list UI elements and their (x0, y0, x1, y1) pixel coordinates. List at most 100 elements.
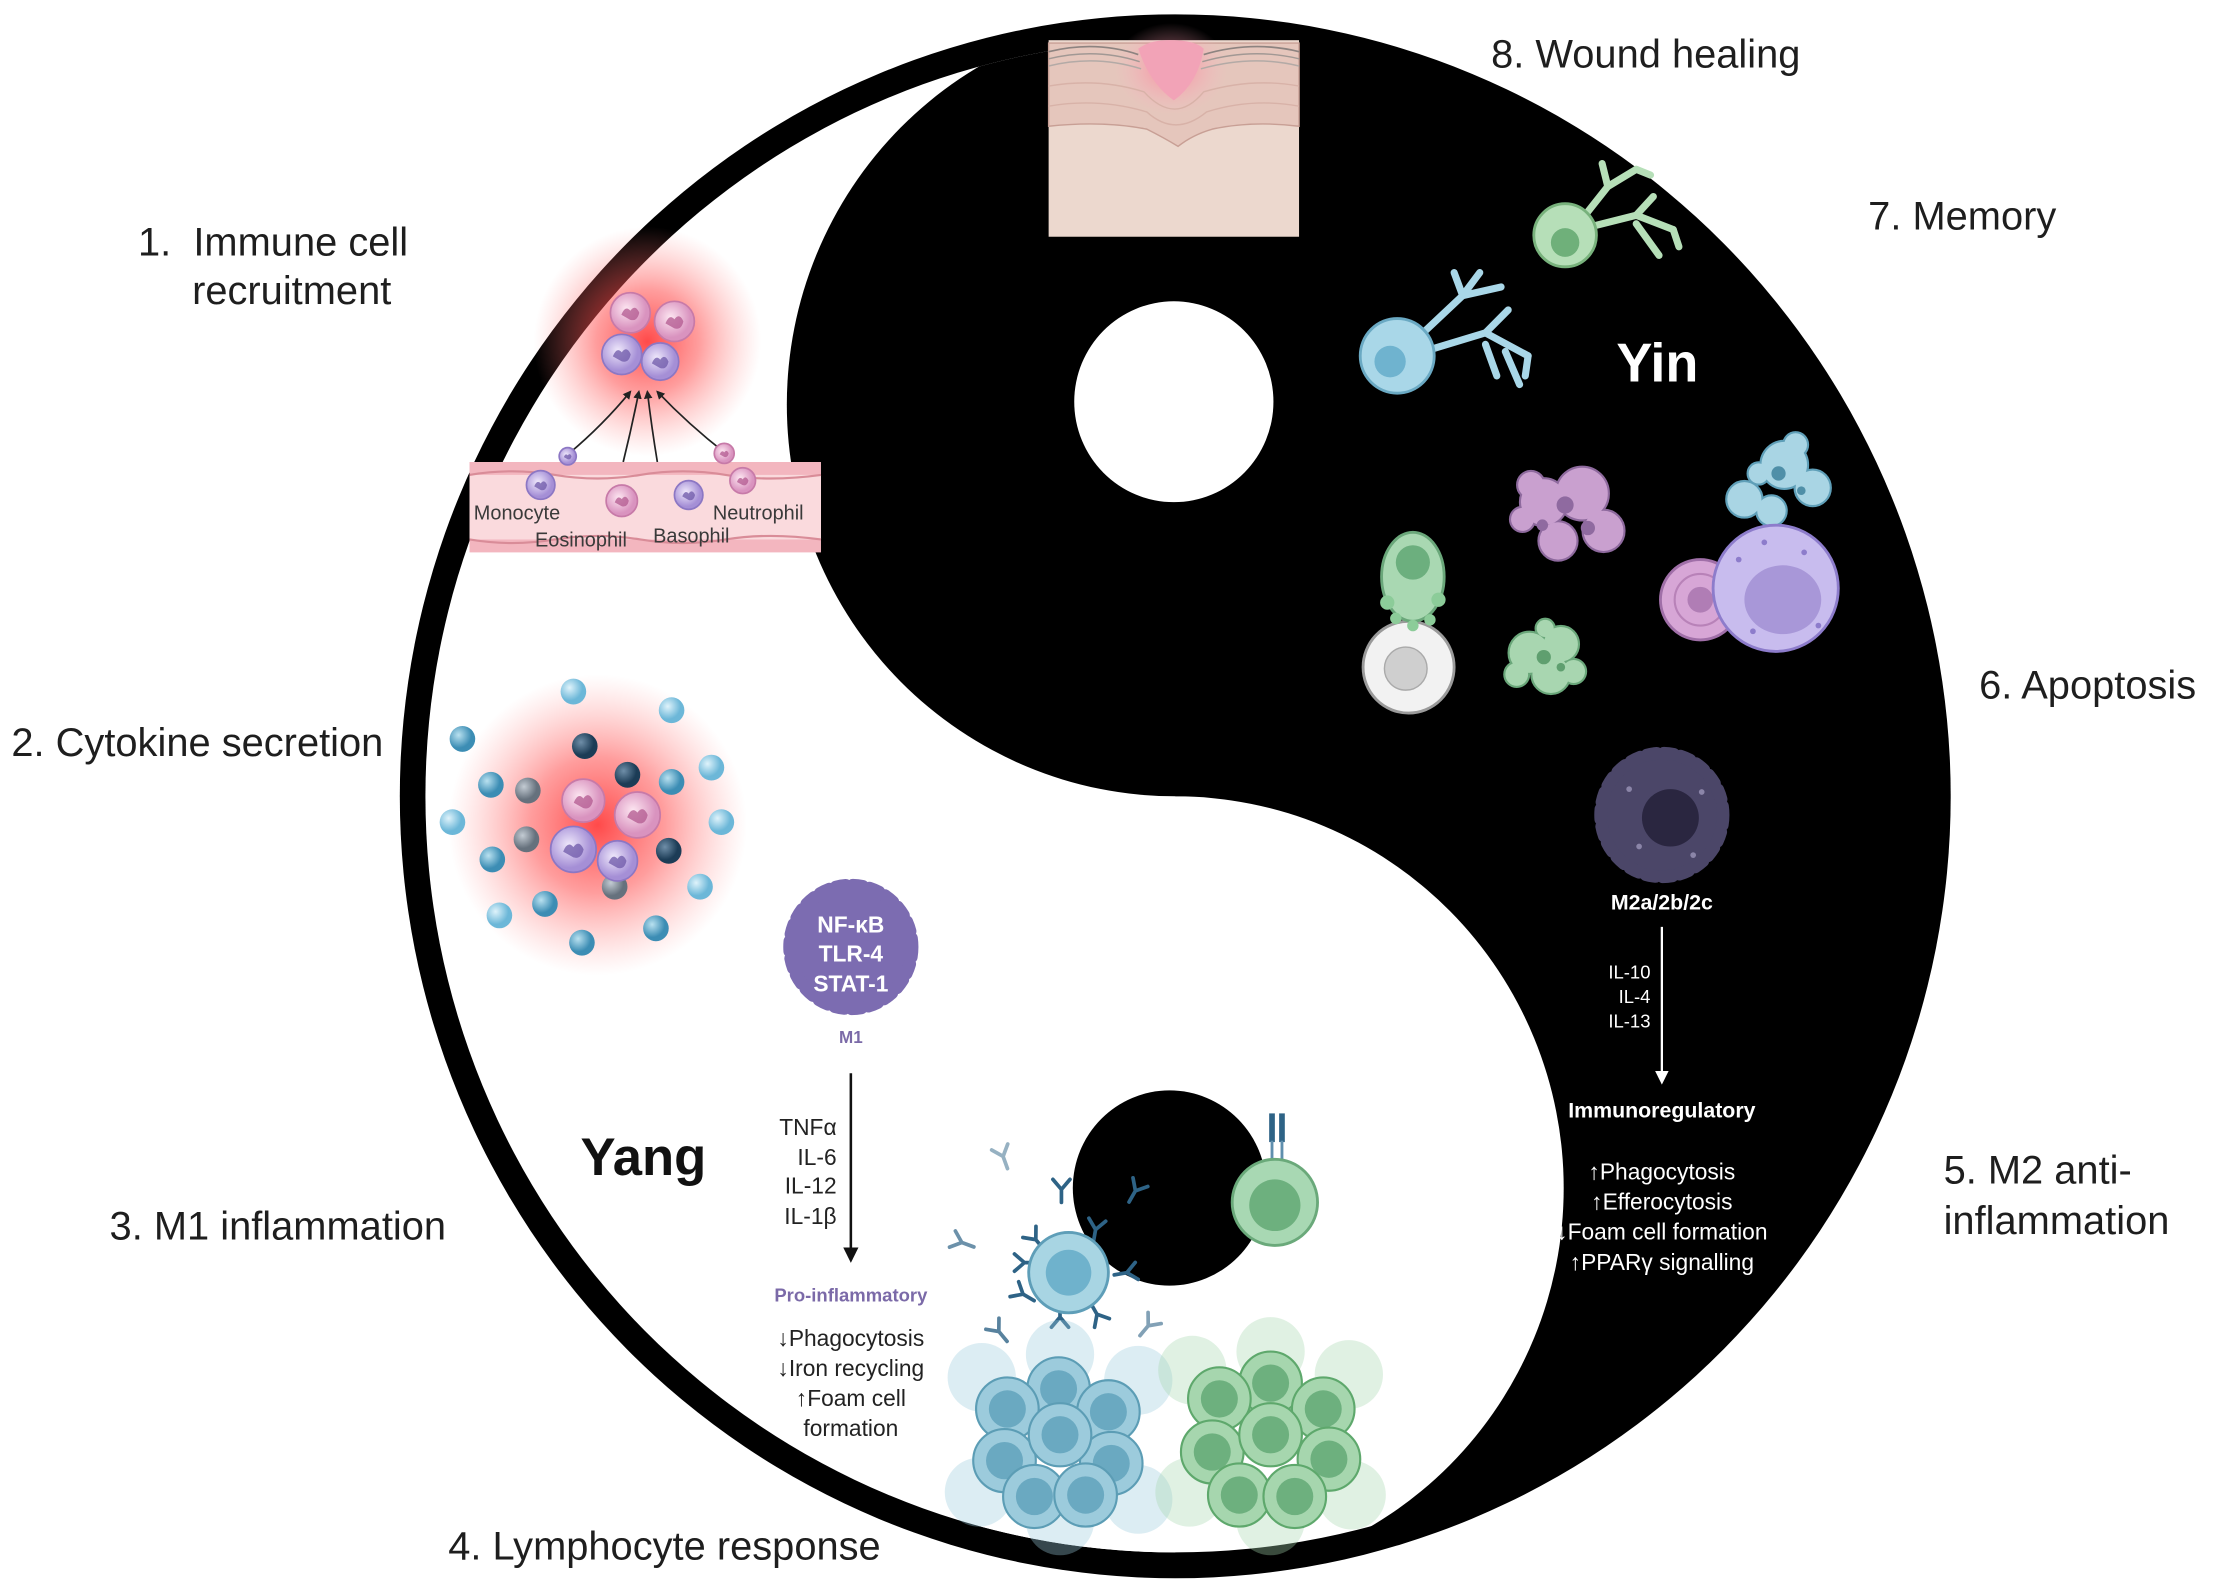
m1-label: M1 (839, 1027, 863, 1047)
nucleus (1383, 646, 1428, 691)
nucleus (1089, 1393, 1127, 1431)
inflammation-glow (533, 226, 762, 457)
dendrite-branches (1581, 159, 1683, 259)
dendrite-branch (1598, 159, 1612, 191)
dendrite-branch (1459, 283, 1505, 300)
stage-6-label: 6. Apoptosis (1979, 664, 2196, 708)
m1-effect: ↓Phagocytosis (777, 1325, 924, 1351)
cell-type-label: Eosinophil (535, 530, 627, 552)
apoptotic-fragment (1727, 482, 1762, 517)
cytokine-dot-icon (571, 733, 598, 759)
m1-cytokine: IL-1β (784, 1203, 836, 1229)
nucleus (1045, 1249, 1092, 1296)
nucleus (1041, 1416, 1079, 1454)
m1-cytokine: TNFα (779, 1114, 836, 1140)
membrane-bleb (1390, 612, 1402, 625)
granulocyte-icon (653, 300, 696, 343)
nucleus (1276, 1477, 1314, 1516)
skin-stratum-line (1048, 53, 1300, 63)
dendrite-branch (1501, 347, 1524, 389)
m1-phenotype: Pro-inflammatory (774, 1284, 928, 1305)
nucleus (1015, 1477, 1053, 1516)
nucleus (665, 316, 684, 329)
cytokine-dot-icon (486, 902, 513, 929)
lymphocyte-illustration (944, 1113, 1386, 1556)
granule (1801, 549, 1807, 556)
nuclear-fragment (1536, 519, 1549, 531)
m2-cytokine: IL-4 (1619, 986, 1651, 1007)
nucleus (1304, 1390, 1342, 1428)
granule (1636, 843, 1642, 850)
skin-stratum-line (1048, 102, 1300, 126)
granule (1815, 622, 1822, 629)
skin-stratum-line (1048, 45, 1300, 56)
monocyte-icon (525, 469, 556, 501)
nucleus (627, 809, 648, 824)
nucleus (1374, 345, 1406, 378)
nucleus (1252, 1416, 1290, 1454)
m1-marker: NF-κB (817, 912, 884, 938)
nucleus (988, 1390, 1026, 1428)
nuclear-fragment (1771, 466, 1786, 481)
m2-macrophage-icon (1594, 746, 1730, 884)
cytokine-dot-icon (569, 929, 595, 956)
nucleus (612, 349, 631, 362)
granule (1750, 628, 1756, 635)
cytokine-dot-icon (479, 846, 506, 873)
t-cell-receptor-stalk (1270, 1140, 1274, 1161)
skin-stratum-line (1048, 60, 1300, 70)
cytokine-dot-icon (658, 697, 685, 724)
apoptotic-fragment (1784, 433, 1807, 457)
m1-effect: formation (803, 1415, 898, 1441)
granule (1690, 852, 1697, 858)
granule (1735, 556, 1742, 563)
nucleus (1310, 1440, 1348, 1478)
cytokine-dot-icon (532, 891, 558, 917)
nuclear-fragment (1556, 496, 1574, 514)
apoptotic-body (1725, 431, 1832, 528)
m1-cytokine: IL-12 (785, 1173, 837, 1199)
nuclear-fragment (1797, 486, 1806, 495)
dendritic-cell-icon (1358, 159, 1683, 395)
t-cell-clone-cluster (1155, 1317, 1386, 1556)
m2-label: M2a/2b/2c (1611, 891, 1713, 915)
m1-cytokine: IL-6 (797, 1144, 836, 1170)
b-cell-icon (1027, 1231, 1110, 1315)
nuclear-fragment (1536, 649, 1551, 665)
yang-eye-dot (1072, 1090, 1267, 1286)
migration-arrow (568, 390, 632, 455)
cytokine-illustration (439, 674, 747, 976)
nucleus (719, 450, 729, 458)
cell-type-label: Basophil (653, 525, 729, 547)
granulocyte-icon (561, 778, 606, 823)
circulating-cells (525, 442, 757, 518)
granulocyte-icon (605, 484, 639, 518)
nucleus (1220, 1476, 1258, 1514)
m1-effect: ↑Foam cell (796, 1385, 906, 1411)
cytokine-dot-icon (708, 809, 735, 836)
inflammation-glow (448, 674, 747, 976)
t-cell-receptor (1279, 1113, 1285, 1143)
dendrite-branch (1669, 225, 1683, 251)
nucleus (1395, 545, 1430, 580)
granule (1626, 786, 1632, 792)
apoptotic-fragment (1505, 662, 1529, 686)
apoptotic-fragment (1795, 470, 1830, 506)
cytokine-dot-icon (614, 761, 641, 788)
monocyte-icon (601, 333, 643, 376)
skin-stratum-line (1048, 82, 1300, 110)
recruited-cells (601, 291, 696, 382)
cytokine-dot-icon (449, 726, 476, 752)
cytokine-dot-icon (439, 809, 466, 836)
dendrite-branches (1416, 269, 1532, 389)
nucleus (1040, 1370, 1078, 1408)
m2-effect: ↑Phagocytosis (1588, 1158, 1735, 1184)
granulocyte-icon (613, 791, 662, 839)
secreting-cells (549, 778, 662, 882)
nucleus (608, 855, 627, 869)
nucleus (1252, 1364, 1290, 1402)
cell-type-label: Monocyte (474, 502, 560, 524)
nucleus (1200, 1380, 1238, 1418)
apoptotic-fragment (1518, 472, 1544, 498)
apoptotic-fragment (1511, 507, 1534, 531)
